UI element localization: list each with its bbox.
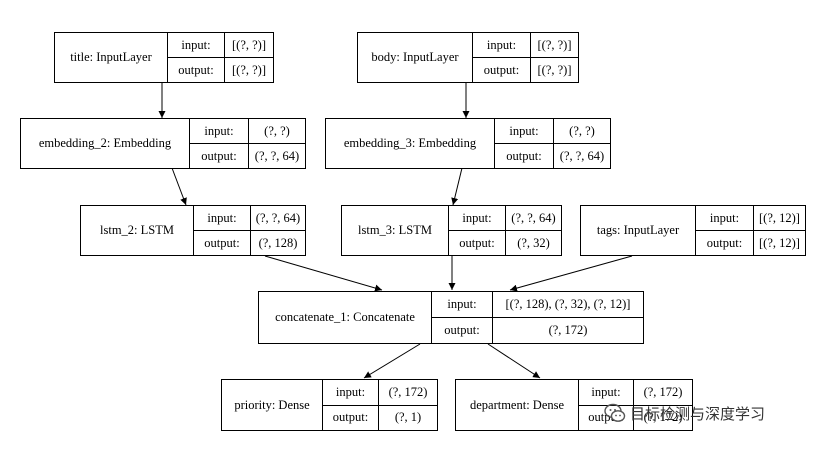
node-lstm_3-input-value: (?, ?, 64) (511, 210, 556, 225)
node-department-name: department: Dense (456, 380, 579, 430)
node-embedding_2-input-value: (?, ?) (264, 123, 290, 138)
node-priority: priority: Dense input: (?, 172) output: (?… (221, 379, 438, 431)
node-priority-input-value: (?, 172) (388, 384, 428, 399)
node-embedding_2: embedding_2: Embedding input: (?, ?) outp… (20, 118, 306, 169)
node-lstm_3-name: lstm_3: LSTM (342, 206, 449, 255)
edge-tags-concatenate_1 (509, 255, 633, 292)
node-body-output-label: output: (473, 58, 531, 82)
node-body: body: InputLayer input: [(?, ?)] output: [… (357, 32, 579, 83)
node-embedding_2-name: embedding_2: Embedding (21, 119, 190, 168)
node-lstm_3-output-label: output: (449, 231, 506, 255)
node-concatenate_1-input-value: [(?, 128), (?, 32), (?, 12)] (505, 297, 631, 311)
node-embedding_3-name: embedding_3: Embedding (326, 119, 495, 168)
wechat-icon (604, 402, 626, 424)
node-concatenate_1-output-label: output: (432, 318, 493, 343)
edge-lstm_2-concatenate_1 (264, 255, 383, 292)
node-priority-name: priority: Dense (222, 380, 323, 430)
node-priority-output-value: (?, 1) (394, 410, 422, 425)
node-lstm_3-output-value: (?, 32) (517, 235, 550, 250)
node-priority-input-label: input: (323, 380, 379, 405)
node-embedding_3-output-value: (?, ?, 64) (559, 148, 605, 163)
node-concatenate_1-input-label: input: (432, 292, 493, 317)
node-title-name: title: InputLayer (55, 33, 168, 82)
node-tags-input-value: [(?, 12)] (759, 210, 800, 225)
node-department-input-label: input: (579, 380, 634, 405)
node-concatenate_1-name: concatenate_1: Concatenate (259, 292, 432, 343)
edge-concatenate_1-priority (363, 343, 421, 379)
node-embedding_3-input-value: (?, ?) (569, 123, 595, 138)
node-embedding_2-input-label: input: (190, 119, 249, 143)
watermark: 目标检测与深度学习 (604, 402, 765, 424)
node-tags-name: tags: InputLayer (581, 206, 696, 255)
node-embedding_3: embedding_3: Embedding input: (?, ?) outp… (325, 118, 611, 169)
node-lstm_2-name: lstm_2: LSTM (81, 206, 194, 255)
node-lstm_2: lstm_2: LSTM input: (?, ?, 64) output: (?,… (80, 205, 306, 256)
node-department-input-value: (?, 172) (643, 384, 683, 399)
node-title-input-label: input: (168, 33, 225, 57)
node-tags: tags: InputLayer input: [(?, 12)] output:… (580, 205, 806, 256)
node-tags-output-value: [(?, 12)] (759, 235, 800, 250)
node-lstm_2-output-value: (?, 128) (258, 235, 298, 250)
node-embedding_2-output-label: output: (190, 144, 249, 168)
edge-embedding_2-lstm_2 (171, 167, 187, 206)
edge-concatenate_1-department (487, 343, 541, 379)
node-title: title: InputLayer input: [(?, ?)] output:… (54, 32, 274, 83)
node-body-input-label: input: (473, 33, 531, 57)
edge-embedding_3-lstm_3 (451, 167, 463, 206)
node-title-output-label: output: (168, 58, 225, 82)
node-body-input-value: [(?, ?)] (537, 37, 572, 52)
node-concatenate_1: concatenate_1: Concatenate input: [(?, 12… (258, 291, 644, 344)
watermark-text: 目标检测与深度学习 (630, 404, 766, 423)
node-embedding_2-output-value: (?, ?, 64) (254, 148, 300, 163)
node-embedding_3-output-label: output: (495, 144, 554, 168)
node-department: department: Dense input:(?, 172) output:… (455, 379, 693, 431)
node-priority-output-label: output: (323, 405, 379, 430)
node-tags-input-label: input: (696, 206, 754, 230)
node-lstm_2-output-label: output: (194, 231, 251, 255)
node-lstm_2-input-value: (?, ?, 64) (255, 210, 301, 225)
node-lstm_3: lstm_3: LSTM input: (?, ?, 64) output: (?,… (341, 205, 562, 256)
node-body-output-value: [(?, ?)] (537, 62, 572, 77)
node-department-output-value: (?, 172) (643, 410, 683, 425)
node-tags-output-label: output: (696, 231, 754, 255)
node-lstm_3-input-label: input: (449, 206, 506, 230)
node-lstm_2-input-label: input: (194, 206, 251, 230)
node-embedding_3-input-label: input: (495, 119, 554, 143)
node-title-output-value: [(?, ?)] (232, 62, 266, 77)
node-concatenate_1-output-value: (?, 172) (548, 323, 588, 337)
node-body-name: body: InputLayer (358, 33, 473, 82)
node-title-input-value: [(?, ?)] (232, 37, 266, 52)
